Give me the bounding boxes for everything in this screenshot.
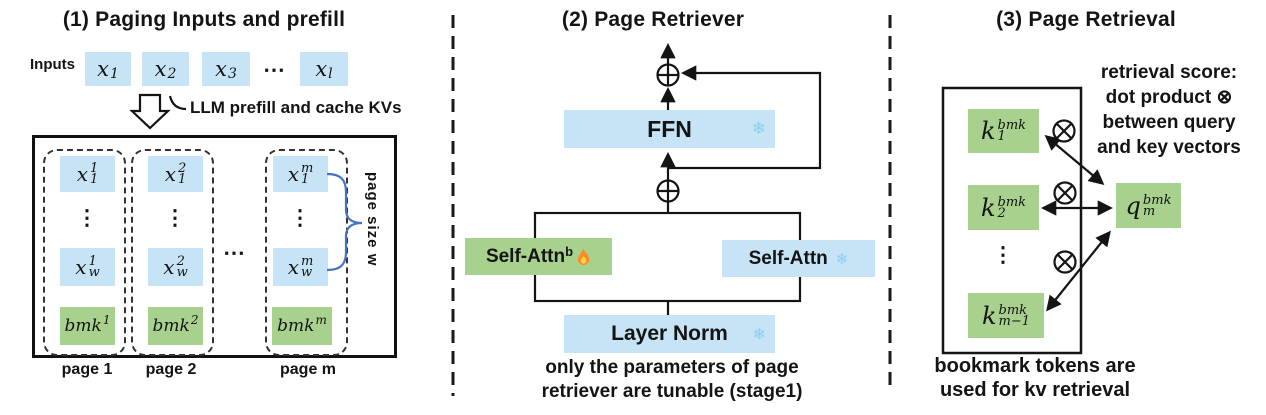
input-tokens-ellipsis: ⋯ <box>263 57 285 82</box>
ffn-box: FFN ❄ <box>564 110 775 148</box>
page-size-label: page size w <box>364 172 381 267</box>
prefill-arrow-label: LLM prefill and cache KVs <box>190 98 402 117</box>
panel3-title: (3) Page Retrieval <box>996 8 1176 31</box>
retrieval-arrow-k1-q <box>1044 135 1105 185</box>
dot-product-icon-2 <box>1053 181 1077 205</box>
kv-cache-box <box>32 135 397 358</box>
panel1-title: (1) Paging Inputs and prefill <box>62 8 346 31</box>
keys-dots: ⋮ <box>992 243 1014 267</box>
arrow-label-hook <box>168 95 187 111</box>
panel2-caption: only the parameters of page retriever ar… <box>541 357 803 402</box>
dot-product-icon-1 <box>1052 119 1076 143</box>
page1-label: page 1 <box>61 361 113 378</box>
add-circle-top-icon <box>656 63 680 87</box>
panel2-title: (2) Page Retriever <box>561 8 745 31</box>
retrieval-arrow-km1-q <box>1046 230 1111 312</box>
page1-dots: ⋮ <box>76 206 98 230</box>
add-circle-bottom-icon <box>656 179 680 203</box>
snowflake-icon: ❄ <box>752 324 766 344</box>
fire-icon <box>577 248 590 265</box>
page-column-1 <box>43 149 126 356</box>
pagem-label: page m <box>279 361 337 378</box>
down-arrow-icon <box>129 93 171 130</box>
panel3-caption: bookmark tokens are used for kv retrieva… <box>934 355 1136 401</box>
retrieval-score-note: retrieval score: dot product ⊗ between q… <box>1097 62 1241 158</box>
inputs-label: Inputs <box>30 56 75 73</box>
layer-norm-box: Layer Norm ❄ <box>564 315 775 353</box>
snowflake-icon: ❄ <box>751 119 766 139</box>
page-column-2 <box>131 149 214 356</box>
snowflake-icon: ❄ <box>835 249 849 268</box>
pages-ellipsis: ⋯ <box>223 240 245 265</box>
dot-product-icon-3 <box>1053 250 1077 274</box>
self-attn-frozen-box: Self-Attn ❄ <box>722 240 875 277</box>
page2-label: page 2 <box>145 361 197 378</box>
page2-dots: ⋮ <box>164 206 186 230</box>
pagem-dots: ⋮ <box>289 206 311 230</box>
